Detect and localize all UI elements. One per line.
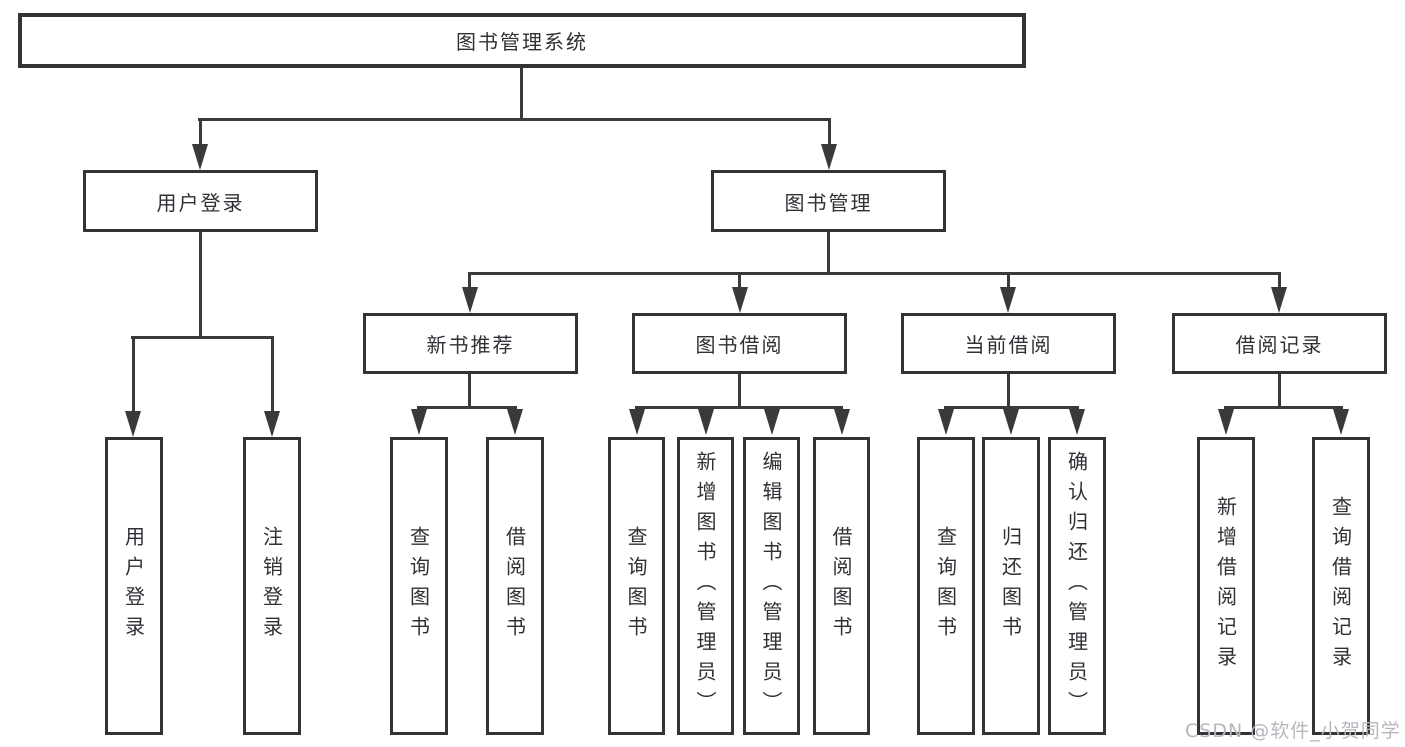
connector-arrowhead-login-leaf [125, 411, 141, 437]
node-new-book-recommendation: 新书推荐 [363, 313, 578, 374]
connector-level2-splitter [198, 118, 831, 121]
connector-arrowhead-borrow-record [1271, 287, 1287, 313]
connector-arrowhead-edit-book [764, 409, 780, 435]
node-user-login-leaf: 用户登录 [105, 437, 163, 735]
node-query-books-3: 查询图书 [917, 437, 975, 735]
connector-arrowhead-add-borrow-record [1218, 409, 1234, 435]
node-confirm-return-admin: 确认归还（管理员） [1048, 437, 1106, 735]
connector-new-book-stem [468, 374, 471, 409]
connector-user-login-drop [199, 121, 202, 146]
connector-arrowhead-current-borrow [1000, 287, 1016, 313]
connector-arrowhead-book-management [821, 144, 837, 170]
connector-arrowhead-query-books-1 [411, 409, 427, 435]
node-book-borrowing: 图书借阅 [632, 313, 847, 374]
connector-book-borrow-drop [738, 275, 741, 289]
connector-arrowhead-add-book [698, 409, 714, 435]
node-root: 图书管理系统 [18, 13, 1026, 68]
node-book-management: 图书管理 [711, 170, 946, 232]
node-add-borrow-record: 新增借阅记录 [1197, 437, 1255, 735]
node-logout: 注销登录 [243, 437, 301, 735]
connector-book-borrow-leaf-splitter [635, 406, 843, 409]
connector-borrow-record-stem [1278, 374, 1281, 409]
connector-arrowhead-new-book [462, 287, 478, 313]
node-add-book-admin: 新增图书（管理员） [677, 437, 734, 735]
node-borrow-books-1: 借阅图书 [486, 437, 544, 735]
connector-current-borrow-drop [1007, 275, 1010, 289]
node-current-borrowing: 当前借阅 [901, 313, 1116, 374]
connector-borrow-record-drop [1278, 275, 1281, 289]
node-edit-book-admin: 编辑图书（管理员） [743, 437, 800, 735]
connector-arrowhead-user-login [192, 144, 208, 170]
connector-arrowhead-book-borrow [732, 287, 748, 313]
node-user-login: 用户登录 [83, 170, 318, 232]
node-query-books-1: 查询图书 [390, 437, 448, 735]
connector-arrowhead-borrow-books-2 [834, 409, 850, 435]
node-query-borrow-record: 查询借阅记录 [1312, 437, 1370, 735]
connector-arrowhead-query-books-3 [938, 409, 954, 435]
connector-user-login-splitter [131, 336, 274, 339]
connector-book-borrow-stem [738, 374, 741, 409]
connector-borrow-record-leaf-splitter [1224, 406, 1343, 409]
connector-book-management-drop [828, 121, 831, 146]
connector-arrowhead-query-borrow-record [1333, 409, 1349, 435]
node-return-book: 归还图书 [982, 437, 1040, 735]
watermark-text: CSDN @软件_小贺同学 [1185, 720, 1401, 742]
connector-root-stem [520, 68, 523, 121]
connector-arrowhead-borrow-books-1 [507, 409, 523, 435]
connector-current-borrow-stem [1007, 374, 1010, 409]
connector-book-management-stem [827, 232, 830, 275]
connector-logout-leaf-drop [271, 339, 274, 413]
connector-arrowhead-logout-leaf [264, 411, 280, 437]
connector-user-login-stem [199, 232, 202, 339]
connector-new-book-drop [468, 275, 471, 289]
connector-login-leaf-drop [132, 339, 135, 413]
connector-arrowhead-query-books-2 [629, 409, 645, 435]
connector-level3-splitter [468, 272, 1281, 275]
connector-arrowhead-confirm-return [1069, 409, 1085, 435]
node-borrow-books-2: 借阅图书 [813, 437, 870, 735]
connector-arrowhead-return-book [1003, 409, 1019, 435]
connector-current-borrow-leaf-splitter [944, 406, 1079, 409]
connector-new-book-leaf-splitter [417, 406, 517, 409]
node-borrowing-records: 借阅记录 [1172, 313, 1387, 374]
node-query-books-2: 查询图书 [608, 437, 665, 735]
